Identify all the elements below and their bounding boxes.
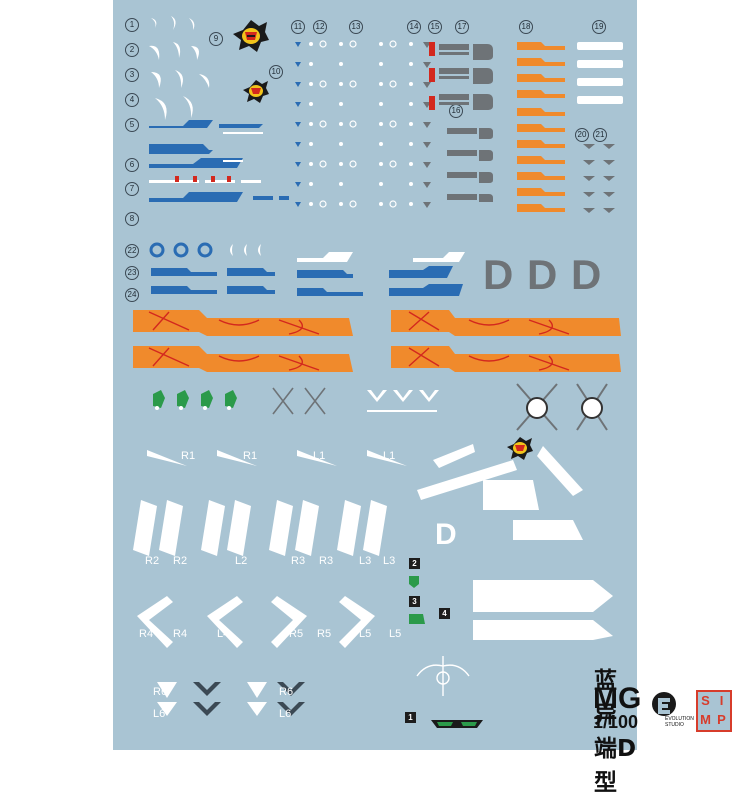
white-v-decals xyxy=(367,390,439,412)
decal-number: 6 xyxy=(125,158,139,172)
panel-label: L5 xyxy=(359,628,372,640)
product-title: 蓝异端D型 xyxy=(594,668,637,796)
decal-number: 8 xyxy=(125,212,139,226)
white-hook-decals xyxy=(149,16,210,120)
panel-label: R1 xyxy=(243,450,258,462)
panel-label: L3 xyxy=(359,555,372,567)
phoenix-emblem-icon xyxy=(507,437,533,460)
decal-number: 11 xyxy=(291,20,305,34)
white-label-decals xyxy=(577,42,623,213)
panel-label: R2 xyxy=(145,555,160,567)
simp-logo: S I M P xyxy=(696,690,732,732)
phoenix-emblem-icon xyxy=(243,80,269,103)
decal-number: 22 xyxy=(125,244,139,258)
green-emblem-decals xyxy=(153,390,237,410)
decal-number: 14 xyxy=(407,20,421,34)
panel-label: R2 xyxy=(173,555,188,567)
scale-label: 1/100 xyxy=(593,712,639,732)
simp-letter: I xyxy=(719,693,724,708)
panel-label: L2 xyxy=(235,555,248,567)
phoenix-emblem-icon xyxy=(233,20,269,52)
decal-number: 7 xyxy=(125,182,139,196)
panel-label: R3 xyxy=(319,555,334,567)
decal-number: 9 xyxy=(209,32,223,46)
panel-label: R6 xyxy=(153,686,168,698)
square-number: 4 xyxy=(439,608,450,619)
decal-number: 15 xyxy=(428,20,442,34)
green-sensor-decals xyxy=(409,576,425,624)
green-visor-decal xyxy=(431,720,483,728)
panel-label: R1 xyxy=(181,450,196,462)
marker-dot-decals xyxy=(295,40,431,208)
panel-label: R4 xyxy=(139,628,154,640)
orange-panel-decals xyxy=(133,310,621,372)
simp-letter: S xyxy=(701,693,710,708)
panel-label: L4 xyxy=(217,628,230,640)
decal-sheet: 1 2 3 4 5 6 7 8 9 10 11 12 13 14 15 16 1… xyxy=(113,0,732,796)
square-number: 2 xyxy=(409,558,420,569)
decal-number: 24 xyxy=(125,288,139,302)
decal-number: 13 xyxy=(349,20,363,34)
decal-number: 17 xyxy=(455,20,469,34)
white-armor-decals xyxy=(417,444,613,640)
orange-stripe-decals xyxy=(517,42,565,212)
decal-number: 18 xyxy=(519,20,533,34)
big-d-letter: D xyxy=(571,251,602,298)
panel-label: R3 xyxy=(291,555,306,567)
big-d-letter: D xyxy=(527,251,558,298)
decal-number: 23 xyxy=(125,266,139,280)
panel-label: L1 xyxy=(313,450,326,462)
decal-number: 19 xyxy=(592,20,606,34)
square-number: 1 xyxy=(405,712,416,723)
crossed-swords-icon xyxy=(516,383,608,431)
crossed-swords-icon xyxy=(272,387,326,415)
panel-label: L6 xyxy=(279,708,292,720)
decal-number: 4 xyxy=(125,93,139,107)
panel-label: L5 xyxy=(389,628,402,640)
simp-letter: M xyxy=(700,712,711,727)
decal-number: 3 xyxy=(125,68,139,82)
decal-number: 1 xyxy=(125,18,139,32)
panel-label: R6 xyxy=(279,686,294,698)
grade-label: MG xyxy=(593,682,642,715)
red-marker-decals xyxy=(429,42,435,110)
decal-number: 21 xyxy=(593,128,607,142)
astray-logo-decals xyxy=(439,44,493,202)
decal-number: 2 xyxy=(125,43,139,57)
big-d-letter: D xyxy=(483,251,514,298)
decal-number: 10 xyxy=(269,65,283,79)
blue-ring-decals xyxy=(149,242,275,294)
panel-label: R4 xyxy=(173,628,188,640)
winged-emblem-icon xyxy=(416,656,470,696)
decal-number: 20 xyxy=(575,128,589,142)
white-panel-decals xyxy=(133,450,407,716)
studio-logo-icon xyxy=(652,692,676,716)
panel-label: L3 xyxy=(383,555,396,567)
panel-label: L1 xyxy=(383,450,396,462)
square-number: 3 xyxy=(409,596,420,607)
decal-number: 12 xyxy=(313,20,327,34)
white-d-letter: D xyxy=(435,518,457,551)
blue-stripe-decals xyxy=(149,120,289,202)
blue-white-stripe-decals xyxy=(297,252,465,296)
panel-label: R5 xyxy=(289,628,304,640)
simp-letter: P xyxy=(717,712,726,727)
studio-name: EVOLUTION STUDIO xyxy=(665,716,694,728)
decal-number: 5 xyxy=(125,118,139,132)
panel-label: R5 xyxy=(317,628,332,640)
panel-label: L6 xyxy=(153,708,166,720)
